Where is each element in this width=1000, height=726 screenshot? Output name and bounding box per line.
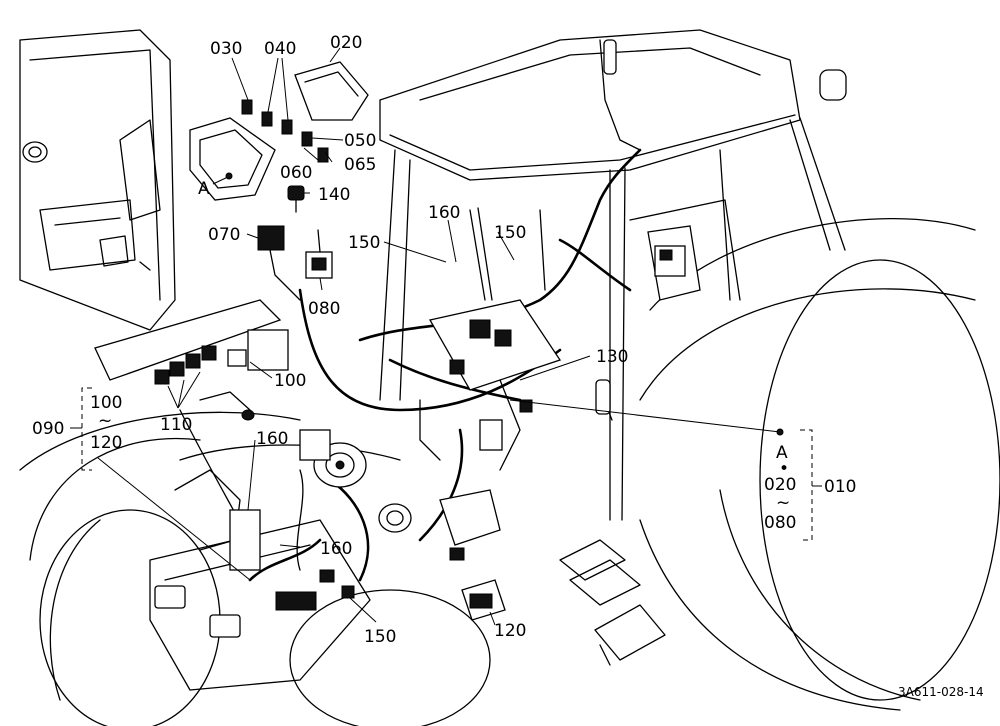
mirror [603,39,847,101]
control-panel [428,299,562,451]
label-160-low: 160 [320,539,352,559]
figure-code: 3A611-028-14 [898,685,984,699]
label-050: 050 [344,131,376,151]
label-140: 140 [318,185,350,205]
connector-120 [461,579,506,621]
components [94,39,847,621]
alternator [378,503,412,533]
label-120-low: 120 [494,621,526,641]
label-tilde-right: ~ [776,493,790,513]
label-dot-right: • [779,459,789,479]
label-010: 010 [824,477,856,497]
label-100-range: 100 [90,393,122,413]
label-020: 020 [330,33,362,53]
label-150-right: 150 [494,223,526,243]
label-060: 060 [280,163,312,183]
label-030: 030 [210,39,242,59]
label-160-top: 160 [428,203,460,223]
relay-080 [305,229,333,279]
leader-lines [97,47,784,626]
label-160-mid: 160 [256,429,288,449]
label-tilde-left: ~ [98,411,112,431]
range-brackets [70,387,822,541]
label-080-range: 080 [764,513,796,533]
wiper [469,207,546,301]
starter [439,489,501,561]
label-130: 130 [596,347,628,367]
fuses [241,99,329,163]
label-040: 040 [264,39,296,59]
part-labels: 030 040 020 050 060 065 140 A 070 080 16… [32,33,984,699]
label-150-low: 150 [364,627,396,647]
label-020-range: 020 [764,475,796,495]
relay-070 [257,225,301,301]
label-110: 110 [160,415,192,435]
relay-bracket [94,299,289,421]
label-A-right: A [776,443,788,463]
label-150-left: 150 [348,233,380,253]
label-065: 065 [344,155,376,175]
label-080: 080 [308,299,340,319]
fuse-box [189,117,276,201]
label-A-top: A [198,179,210,199]
sensor-140 [287,185,305,213]
fuse-cover [294,61,369,121]
label-070: 070 [208,225,240,245]
work-light [647,225,701,301]
label-090: 090 [32,419,64,439]
front-connectors [229,429,355,611]
label-100-relay: 100 [274,371,306,391]
label-120-range: 120 [90,433,122,453]
